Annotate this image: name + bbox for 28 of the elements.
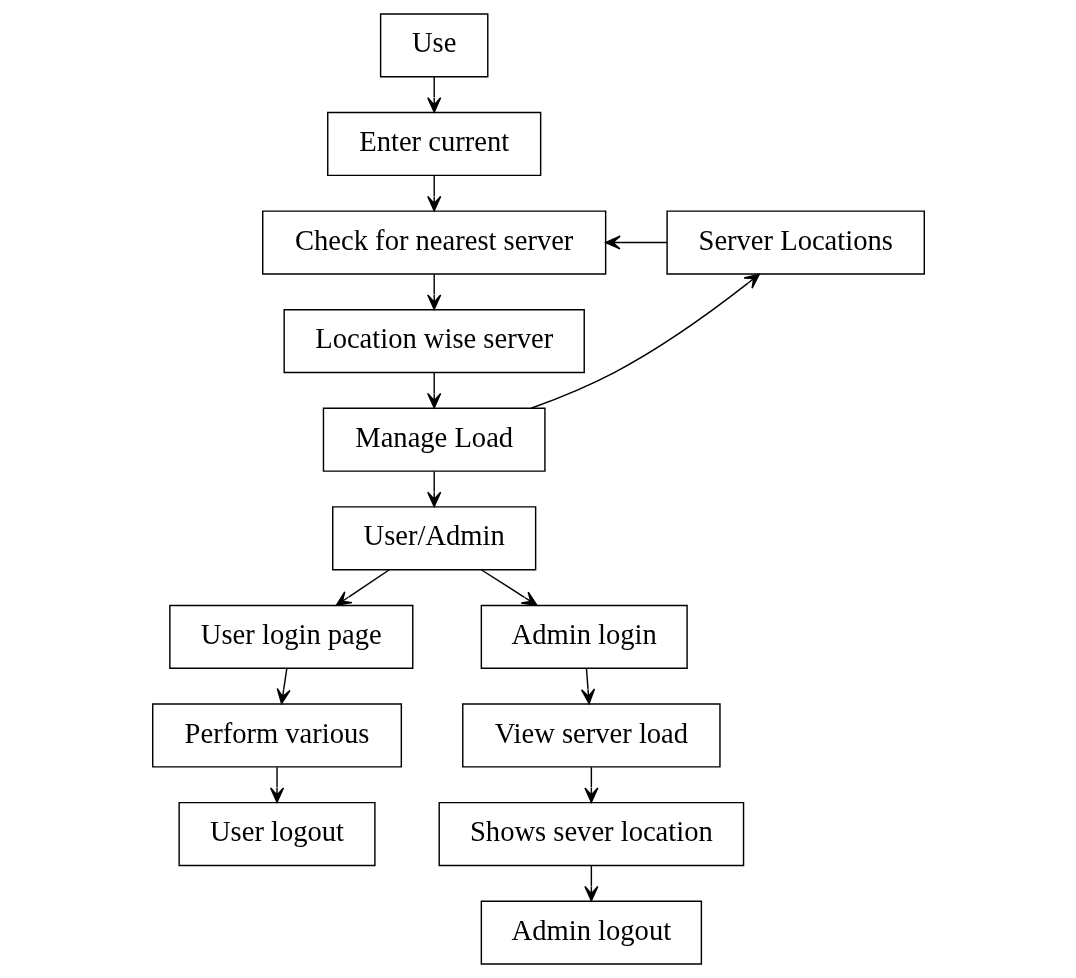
arrow bbox=[583, 865, 598, 902]
arrow bbox=[335, 569, 390, 606]
arrow bbox=[426, 273, 441, 310]
arrow bbox=[426, 470, 441, 508]
node-box: View server load bbox=[461, 703, 721, 768]
arrow bbox=[269, 766, 284, 803]
arrow bbox=[529, 273, 760, 409]
arrow bbox=[583, 766, 598, 803]
node-box: Perform various bbox=[151, 703, 402, 768]
node-box: Admin logout bbox=[480, 900, 702, 965]
node-box: Use bbox=[379, 13, 488, 78]
arrow bbox=[426, 174, 441, 212]
arrow bbox=[426, 372, 441, 409]
node-box: Location wise server bbox=[282, 308, 585, 374]
arrow bbox=[276, 667, 291, 705]
arrow bbox=[426, 76, 441, 113]
node-box: Server Locations bbox=[665, 210, 925, 275]
node-box: Manage Load bbox=[322, 407, 546, 472]
node-box: Check for nearest server bbox=[261, 210, 606, 275]
arrow bbox=[580, 667, 595, 705]
node-box: User/Admin bbox=[331, 506, 536, 571]
node-box: Enter current bbox=[326, 111, 541, 177]
node-box: Admin login bbox=[480, 604, 688, 670]
node-box: Shows sever location bbox=[438, 801, 744, 867]
arrow bbox=[480, 569, 538, 606]
node-box: User login page bbox=[168, 604, 413, 670]
node-box: User logout bbox=[177, 801, 376, 867]
arrow bbox=[604, 235, 668, 250]
